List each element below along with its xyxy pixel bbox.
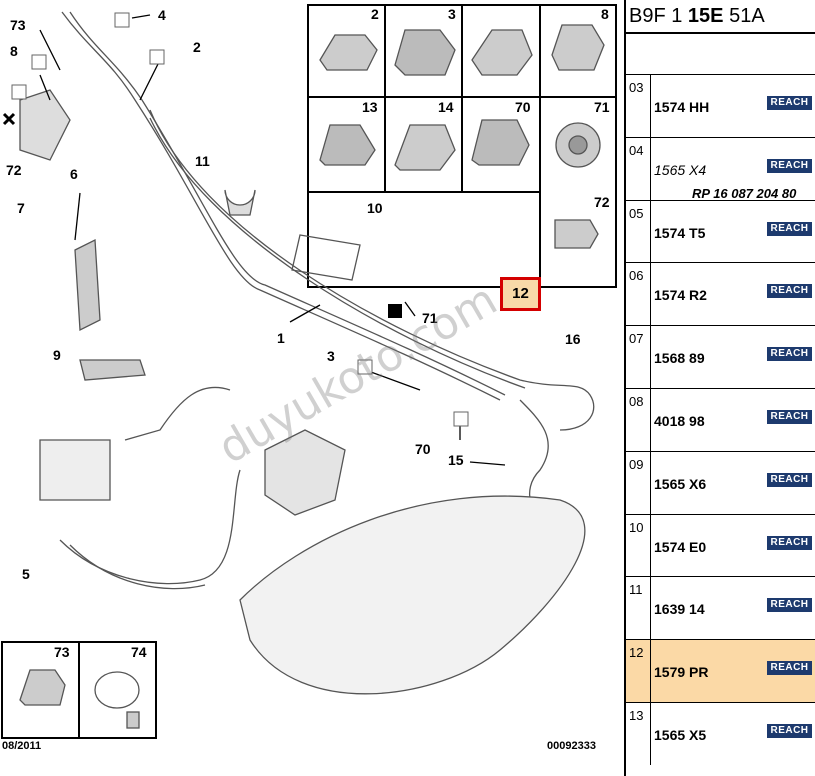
reach-badge[interactable]: REACH bbox=[767, 598, 812, 613]
part-code: 1568 89 bbox=[654, 350, 705, 367]
callout-label: 15 bbox=[448, 452, 464, 468]
reach-badge[interactable]: REACH bbox=[767, 472, 812, 487]
row-index: 10 bbox=[626, 514, 651, 577]
row-index: 06 bbox=[626, 263, 651, 326]
reach-badge[interactable]: REACH bbox=[767, 284, 812, 299]
part-code: 1574 HH bbox=[654, 99, 710, 115]
highlighted-callout[interactable]: 12 bbox=[500, 277, 541, 311]
row-index: 04 bbox=[626, 137, 651, 200]
thumb-number: 74 bbox=[131, 644, 147, 660]
part-code: 4018 98 bbox=[654, 413, 705, 429]
callout-label: 4 bbox=[158, 7, 166, 23]
reach-badge[interactable]: REACH bbox=[767, 535, 812, 550]
thumb-number: 72 bbox=[594, 194, 610, 210]
thumb-number: 2 bbox=[371, 6, 379, 22]
reach-badge[interactable]: REACH bbox=[767, 96, 812, 110]
part-code: 1639 14 bbox=[654, 601, 705, 618]
callout-label: 8 bbox=[10, 43, 18, 59]
callout-label: 2 bbox=[193, 39, 201, 55]
thumb-number: 73 bbox=[54, 644, 70, 660]
row-index: 12 bbox=[626, 640, 651, 703]
part-code: 1574 T5 bbox=[654, 224, 706, 241]
callout-label: 10 bbox=[367, 200, 383, 216]
parts-diagram: 73 4 8 2 72 7 6 11 10 1 71 16 9 3 70 15 … bbox=[1, 4, 617, 752]
part-code: 1565 X6 bbox=[654, 475, 707, 492]
part-code: 1574 E0 bbox=[654, 538, 707, 555]
reach-badge[interactable]: REACH bbox=[767, 410, 812, 424]
callout-label: 9 bbox=[53, 347, 61, 363]
thumb-number: 13 bbox=[362, 99, 378, 115]
callout-label: 1 bbox=[277, 330, 285, 346]
diagram-ref: 00092333 bbox=[547, 740, 596, 752]
part-code: 1565 X4 bbox=[654, 161, 707, 178]
row-index: 11 bbox=[626, 577, 651, 640]
callout-label: 11 bbox=[195, 153, 210, 169]
callout-label: 6 bbox=[70, 166, 78, 182]
reach-badge[interactable]: REACH bbox=[767, 347, 812, 362]
part-subref: RP 16 087 204 80 bbox=[692, 185, 797, 201]
diagram-drawing bbox=[1, 4, 617, 739]
thumb-number: 14 bbox=[438, 99, 454, 115]
thumb-number: 70 bbox=[515, 99, 531, 115]
reach-badge[interactable]: REACH bbox=[767, 221, 812, 236]
reach-badge[interactable]: REACH bbox=[767, 661, 812, 676]
reach-badge[interactable]: REACH bbox=[767, 158, 812, 173]
row-index: 07 bbox=[626, 326, 651, 389]
thumb-number: 3 bbox=[448, 6, 456, 22]
callout-label: 70 bbox=[415, 441, 431, 457]
callout-label: 7 bbox=[17, 200, 25, 216]
callout-label: 5 bbox=[22, 566, 30, 582]
callout-label: 71 bbox=[422, 310, 438, 326]
part-code: 1579 PR bbox=[654, 664, 709, 681]
part-code: 1565 X5 bbox=[654, 727, 707, 743]
row-index: 03 bbox=[626, 75, 651, 137]
callout-label: 3 bbox=[327, 348, 335, 364]
row-index: 13 bbox=[626, 703, 651, 765]
header-part-bold: 15E bbox=[687, 5, 724, 27]
callout-label: 73 bbox=[10, 17, 26, 33]
row-index: 09 bbox=[626, 451, 651, 514]
row-index: 08 bbox=[626, 389, 651, 451]
callout-label: 72 bbox=[6, 162, 22, 178]
part-code: 1574 R2 bbox=[654, 287, 707, 304]
thumb-number: 8 bbox=[601, 6, 609, 22]
reach-badge[interactable]: REACH bbox=[767, 724, 812, 738]
callout-label: 16 bbox=[565, 331, 581, 347]
panel-header: B9F 1 15E 51A bbox=[626, 0, 815, 34]
row-index: 05 bbox=[626, 200, 651, 263]
header-part: B9F 1 bbox=[629, 5, 688, 27]
diagram-date: 08/2011 bbox=[2, 740, 42, 752]
header-part: 51A bbox=[723, 5, 765, 27]
thumb-number: 71 bbox=[594, 99, 610, 115]
